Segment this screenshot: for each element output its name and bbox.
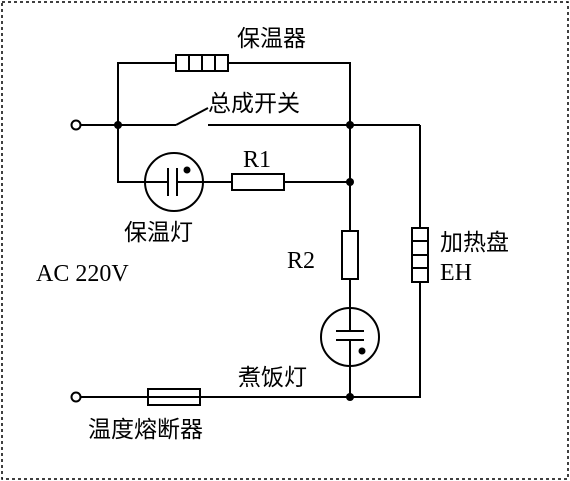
junction-dot bbox=[346, 393, 354, 401]
wire-heat-keeper-right bbox=[228, 62, 351, 125]
label-ac-voltage: AC 220V bbox=[36, 261, 129, 287]
label-heating-plate: 加热盘 bbox=[440, 230, 509, 256]
resistor-r2 bbox=[341, 230, 359, 280]
label-r1: R1 bbox=[243, 147, 271, 173]
heating-plate-element bbox=[411, 227, 429, 283]
label-heat-keeper: 保温器 bbox=[237, 26, 306, 52]
temperature-fuse bbox=[147, 388, 201, 406]
label-eh: EH bbox=[440, 260, 472, 286]
junction-dot bbox=[346, 121, 354, 129]
label-cooking-lamp: 煮饭灯 bbox=[238, 365, 307, 391]
main-switch-blade bbox=[175, 107, 209, 126]
wire-heat-keeper-left bbox=[117, 62, 176, 125]
label-main-switch: 总成开关 bbox=[208, 91, 300, 117]
heat-keeper-element bbox=[175, 54, 229, 72]
warm-lamp bbox=[144, 152, 204, 212]
input-terminal-top bbox=[70, 119, 82, 131]
wire-left-branch bbox=[117, 125, 145, 183]
input-terminal-bottom bbox=[70, 391, 82, 403]
label-temperature-fuse: 温度熔断器 bbox=[88, 417, 203, 443]
cooking-lamp bbox=[320, 307, 380, 367]
label-r2: R2 bbox=[287, 248, 315, 274]
resistor-r1 bbox=[231, 173, 285, 191]
label-warm-lamp: 保温灯 bbox=[124, 220, 193, 246]
wire-heater-bottom bbox=[350, 282, 421, 398]
junction-dot bbox=[114, 121, 122, 129]
junction-dot bbox=[346, 178, 354, 186]
